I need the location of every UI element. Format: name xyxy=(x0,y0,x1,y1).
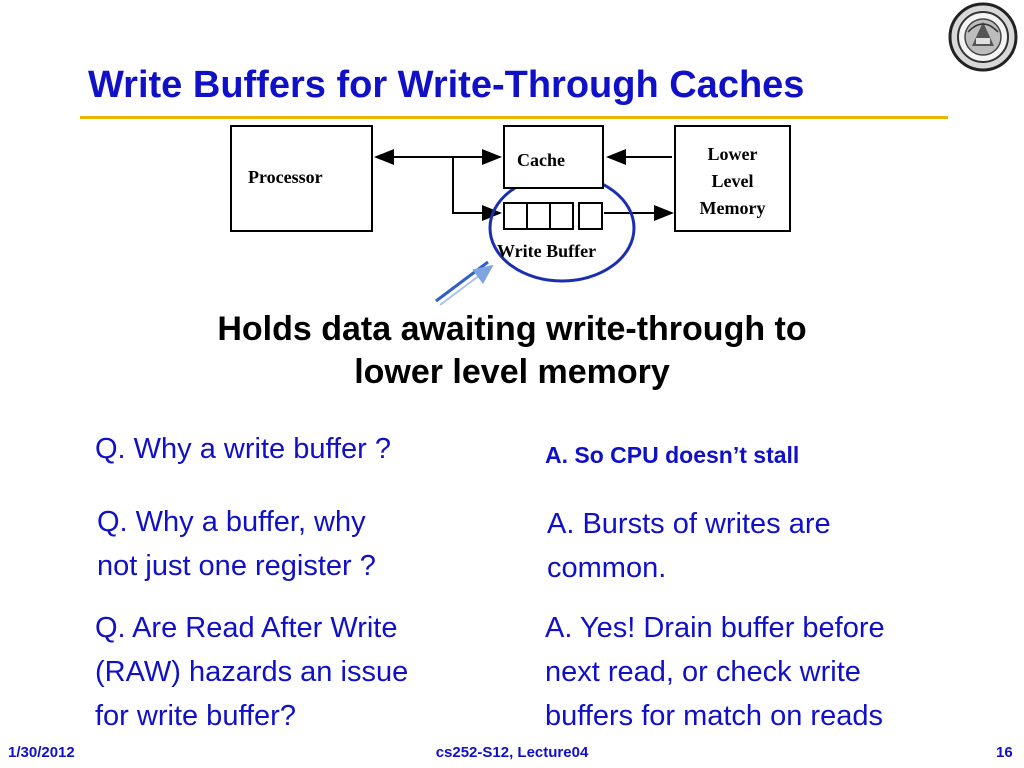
memory-label-line: Lower xyxy=(707,144,758,164)
answer-3: A. Yes! Drain buffer before next read, o… xyxy=(545,606,1024,738)
write-buffer-description: Holds data awaiting write-through to low… xyxy=(100,308,924,394)
write-buffer-cell xyxy=(503,202,528,230)
question-line: for write buffer? xyxy=(95,700,296,732)
footer-course: cs252-S12, Lecture04 xyxy=(435,744,589,761)
question-line: (RAW) hazards an issue xyxy=(95,656,409,688)
answer-line: common. xyxy=(547,552,667,584)
lower-level-memory-box: Lower Level Memory xyxy=(674,125,791,232)
processor-label: Processor xyxy=(248,167,323,187)
question-line: not just one register ? xyxy=(97,550,376,582)
answer-1: A. So CPU doesn’t stall xyxy=(545,442,800,468)
memory-label-line: Memory xyxy=(699,198,766,218)
write-buffer-cell xyxy=(549,202,574,230)
university-seal-logo xyxy=(948,2,1018,72)
processor-box: Processor xyxy=(230,125,373,232)
processor-to-buffer-line xyxy=(452,157,502,221)
question-3: Q. Are Read After Write (RAW) hazards an… xyxy=(95,606,535,738)
question-line: Q. Why a buffer, why xyxy=(97,506,366,538)
page-number: 16 xyxy=(996,744,1013,761)
memory-label-line: Level xyxy=(711,171,754,191)
cache-box: Cache xyxy=(503,125,604,189)
description-line: lower level memory xyxy=(354,353,670,391)
answer-line: next read, or check write xyxy=(545,656,861,688)
question-line: Q. Are Read After Write xyxy=(95,612,398,644)
pointer-arrow xyxy=(435,260,489,303)
cache-label: Cache xyxy=(517,150,565,170)
write-buffer-cell xyxy=(578,202,603,230)
question-1: Q. Why a write buffer ? xyxy=(95,433,392,465)
answer-line: A. Bursts of writes are xyxy=(547,508,831,540)
slide-title: Write Buffers for Write-Through Caches xyxy=(88,64,805,106)
answer-2: A. Bursts of writes are common. xyxy=(547,502,987,590)
write-buffer-label: Write Buffer xyxy=(497,241,597,261)
question-2: Q. Why a buffer, why not just one regist… xyxy=(97,500,537,588)
write-buffer-cell xyxy=(526,202,551,230)
description-line: Holds data awaiting write-through to xyxy=(217,310,807,348)
title-underline xyxy=(80,116,948,119)
answer-line: A. Yes! Drain buffer before xyxy=(545,612,885,644)
footer-date: 1/30/2012 xyxy=(8,744,75,761)
answer-line: buffers for match on reads xyxy=(545,700,883,732)
